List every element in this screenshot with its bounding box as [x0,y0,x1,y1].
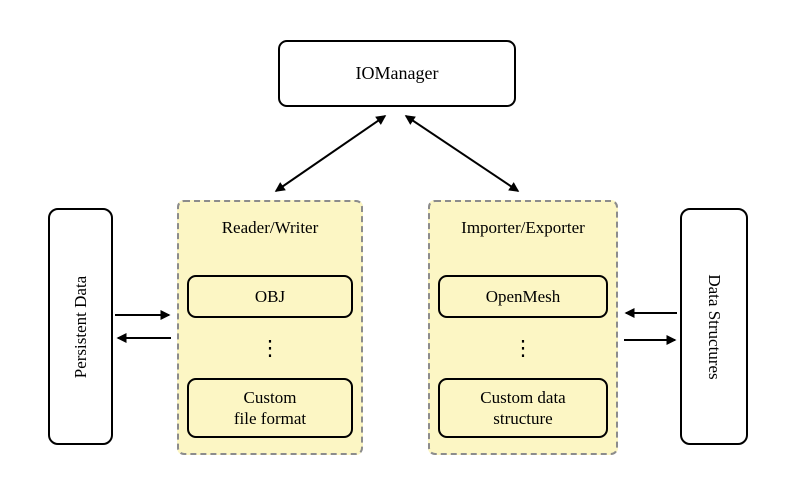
custom-file-format-label: Custom file format [233,387,307,428]
node-data-structures: Data Structures [680,208,748,445]
group-importer-exporter: Importer/Exporter OpenMesh ⋮ Custom data… [428,200,618,455]
node-iomanager: IOManager [278,40,516,107]
node-openmesh: OpenMesh [438,275,608,318]
node-persistent-data: Persistent Data [48,208,113,445]
arrow-iomanager-importerexporter [404,115,520,192]
ellipsis-importer-exporter: ⋮ [512,336,534,360]
node-custom-data-structure: Custom data structure [438,378,608,438]
openmesh-label: OpenMesh [485,286,561,306]
custom-data-structure-label: Custom data structure [480,387,566,428]
group-reader-writer: Reader/Writer OBJ ⋮ Custom file format [177,200,363,455]
node-custom-file-format: Custom file format [187,378,353,438]
ellipsis-reader-writer: ⋮ [259,336,281,360]
node-obj: OBJ [187,275,353,318]
obj-label: OBJ [254,286,286,306]
persistent-data-label: Persistent Data [70,275,90,378]
iomanager-label: IOManager [355,63,439,83]
data-structures-label: Data Structures [705,273,724,380]
arrow-iomanager-readerwriter [274,115,387,192]
group-importer-exporter-title: Importer/Exporter [461,218,585,237]
group-reader-writer-title: Reader/Writer [221,218,319,237]
